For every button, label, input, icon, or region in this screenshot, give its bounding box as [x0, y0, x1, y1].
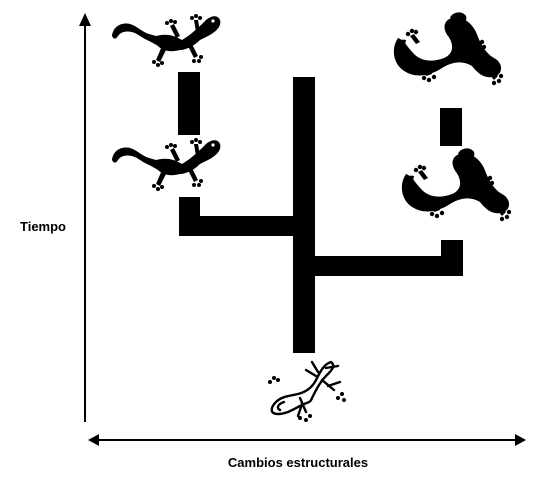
y-axis-label: Tiempo [20, 219, 66, 234]
left-upper-segment [178, 72, 200, 135]
central-trunk [293, 77, 315, 353]
left-branch-horizontal [179, 216, 295, 236]
right-branch-vertical [441, 240, 463, 276]
heavy-lizard-silhouette-icon [401, 147, 513, 223]
heavy-lizard-silhouette-icon [393, 11, 505, 87]
x-axis [88, 434, 526, 446]
left-branch-vertical [179, 197, 200, 236]
y-axis [79, 13, 91, 422]
y-axis-arrowhead-icon [79, 13, 91, 26]
x-axis-arrowhead-right-icon [515, 434, 526, 446]
gecko-silhouette-icon [112, 14, 221, 67]
right-branch-horizontal [315, 256, 463, 276]
salamander-outline-icon [270, 360, 342, 418]
tree-branches [178, 72, 463, 353]
x-axis-label: Cambios estructurales [228, 455, 368, 470]
gecko-silhouette-icon [112, 138, 221, 191]
x-axis-arrowhead-left-icon [88, 434, 99, 446]
right-upper-segment [440, 108, 462, 146]
